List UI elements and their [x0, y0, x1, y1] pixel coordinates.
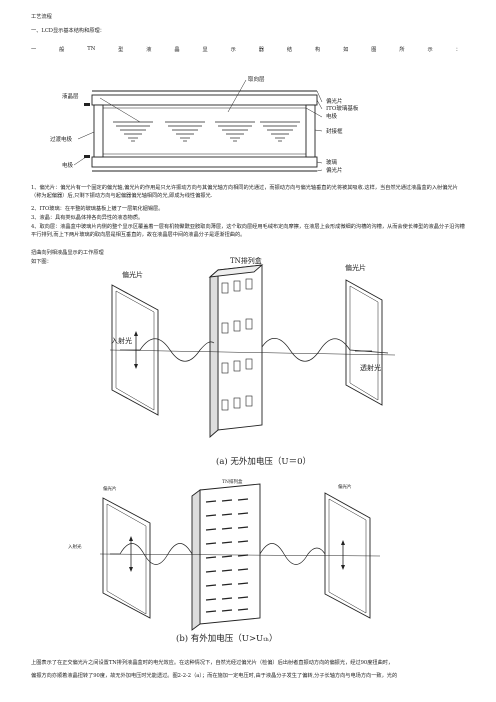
bottom-glass — [91, 156, 318, 168]
label-transmitted-light: 透射光 — [360, 363, 381, 372]
label-polarizer-bottom: 偏光片 — [326, 166, 343, 174]
right-polarizer — [324, 492, 371, 619]
paragraph-see-below: 如下图： — [31, 259, 52, 265]
label-polarizer-top: 偏光片 — [326, 97, 343, 105]
tn-cell-side — [191, 489, 201, 631]
sealant-right — [305, 104, 316, 158]
caption-with-voltage: (b) 有外加电压（U>Uₜₕ） — [176, 634, 278, 644]
label-electrode: 电极 — [326, 112, 338, 120]
caption-no-voltage: (a) 无外加电压（U＝0） — [216, 457, 311, 467]
lcd-structure-diagram: 取向层 液晶层 偏光片 ITO玻璃基板 电极 封接框 过渡电极 电极 玻璃 偏光… — [50, 75, 359, 174]
intro-char: 图 — [371, 47, 377, 53]
paragraph-lc: 3、液晶：具有类似晶体排各向异性的液态物质。 — [31, 215, 144, 221]
label-transition-electrode: 过渡电极 — [50, 135, 73, 143]
intro-char: 器 — [258, 47, 264, 53]
lc-block — [215, 121, 255, 142]
transition-electrode-bit — [84, 103, 90, 106]
label-lc-layer: 液晶层 — [62, 92, 79, 100]
label-glass: 玻璃 — [326, 158, 338, 166]
tn-with-voltage-diagram: 偏光片 TN排列盒 偏光片 入射光 — [68, 478, 381, 631]
tn-cell-molecules — [221, 278, 253, 411]
tn-cell-side — [209, 269, 219, 438]
label-incident-light: 入射光 — [68, 543, 82, 550]
label-incident-light: 入射光 — [111, 336, 132, 345]
intro-char: 如 — [343, 47, 349, 53]
label-alignment-layer: 取向层 — [248, 75, 265, 83]
optical-axis — [109, 349, 396, 356]
tn-no-voltage-diagram: 偏光片 TN排列盒 偏光片 入射光 透射光 — [109, 256, 396, 438]
intro-char: 示 — [230, 47, 236, 53]
intro-char: 般 — [59, 47, 65, 53]
lc-block — [165, 121, 205, 142]
label-tn-cell: TN排列盒 — [230, 256, 262, 265]
lc-molecule-groups — [113, 121, 300, 142]
top-glass — [91, 94, 318, 106]
paragraph-alignment: 4、取向层：液晶盒中玻璃片内侧的整个显示区覆盖着一层有机物聚酰亚胺取向薄层，这个… — [31, 224, 465, 239]
intro-line: 一 般 TN 型 液 晶 显 示 器 结 构 如 图 所 示 ： — [31, 46, 461, 53]
paragraph-principle: 扭曲向列相液晶显示的工作原理 — [31, 250, 104, 256]
label-sealant: 封接框 — [326, 127, 343, 135]
lc-block — [113, 121, 153, 142]
left-polarizer — [102, 497, 151, 619]
intro-char: ： — [455, 47, 461, 53]
optical-axis — [99, 553, 381, 557]
label-polarizer-left: 偏光片 — [122, 270, 143, 279]
label-tn-cell: TN排列盒 — [222, 478, 243, 485]
intro-char: TN — [87, 46, 96, 52]
label-polarizer-left: 偏光片 — [103, 485, 117, 492]
lc-block — [260, 121, 300, 142]
label-polarizer-right: 偏光片 — [338, 483, 352, 490]
intro-char: 一 — [31, 47, 37, 53]
intro-char: 所 — [399, 47, 405, 53]
intro-char: 显 — [202, 47, 208, 53]
intro-char: 液 — [146, 47, 152, 53]
intro-char: 示 — [427, 47, 433, 53]
electrode-bit — [84, 155, 90, 158]
intro-char: 结 — [286, 47, 293, 53]
bottom-text-line-2: 偏振方向亦顺着液晶扭转了90度，故无外加电压时光能透过。图2-2-2（a）；而在… — [31, 673, 398, 679]
intro-char: 构 — [315, 47, 321, 53]
tn-cell-front — [199, 483, 261, 625]
paragraph-ito: 2、ITO玻璃：在平整的玻璃基板上镀了一层氧化铟锡层。 — [31, 206, 164, 212]
light-wave — [110, 543, 326, 565]
page-heading: 工艺流程 — [31, 14, 52, 20]
paragraph-polarizer: 1、偏光片：偏光片有一个固定的偏光轴,偏光片的作用是只允许振动方向与其偏光轴方向… — [31, 185, 458, 200]
light-wave — [120, 338, 389, 362]
label-electrode-left: 电极 — [62, 161, 74, 169]
label-ito-glass: ITO玻璃基板 — [326, 104, 359, 112]
label-polarizer-right: 偏光片 — [345, 263, 366, 272]
leader-lines — [73, 79, 323, 172]
right-polarizer — [345, 279, 383, 406]
sealant-left — [93, 104, 104, 158]
bottom-text-line-1: 上图表示了在正交偏光片之间设置TN排列液晶盒时的电光效应。在这种情况下，自然光经… — [31, 660, 394, 666]
section-title: 一、LCD显示基本结构和原理： — [31, 28, 105, 34]
intro-char: 晶 — [174, 47, 180, 53]
tn-cell-aligned-molecules — [205, 498, 249, 613]
tn-cell-top — [208, 264, 264, 278]
intro-char: 型 — [118, 47, 124, 53]
